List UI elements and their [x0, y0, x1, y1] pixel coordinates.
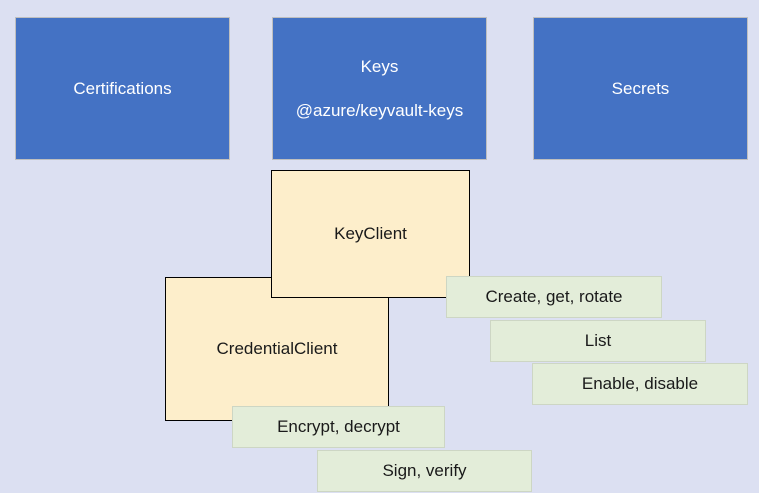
package-title-keys: Keys: [360, 57, 399, 77]
operation-box-encrypt-decrypt[interactable]: Encrypt, decrypt: [232, 406, 445, 448]
operation-label-enable-disable: Enable, disable: [581, 374, 699, 393]
package-title-secrets: Secrets: [611, 78, 670, 98]
operation-label-sign-verify: Sign, verify: [382, 461, 467, 480]
operation-label-create-get-rotate: Create, get, rotate: [485, 287, 623, 306]
operation-box-create-get-rotate[interactable]: Create, get, rotate: [446, 276, 662, 318]
operation-label-encrypt-decrypt: Encrypt, decrypt: [277, 417, 400, 436]
operation-box-sign-verify[interactable]: Sign, verify: [317, 450, 532, 492]
client-label-credential-client: CredentialClient: [216, 339, 338, 358]
operation-box-enable-disable[interactable]: Enable, disable: [532, 363, 748, 405]
package-box-secrets[interactable]: Secrets: [533, 17, 748, 160]
package-title-certifications: Certifications: [73, 78, 172, 98]
client-label-key-client: KeyClient: [334, 224, 407, 243]
package-box-certifications[interactable]: Certifications: [15, 17, 230, 160]
client-box-key-client[interactable]: KeyClient: [271, 170, 470, 298]
package-subtitle-keys: @azure/keyvault-keys: [295, 100, 464, 120]
operation-label-list: List: [584, 331, 612, 350]
package-box-keys[interactable]: Keys @azure/keyvault-keys: [272, 17, 487, 160]
client-box-credential-client[interactable]: CredentialClient: [165, 277, 389, 421]
operation-box-list[interactable]: List: [490, 320, 706, 362]
